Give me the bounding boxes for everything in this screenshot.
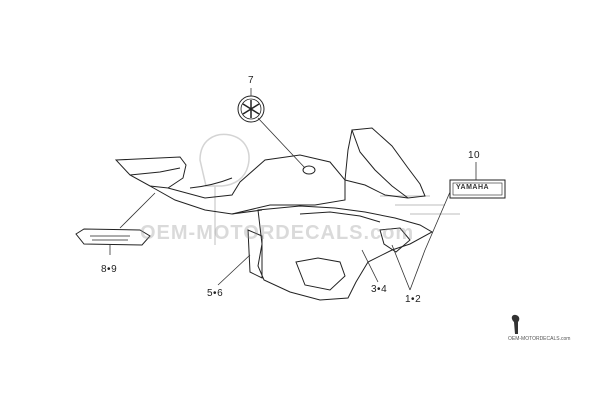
front-fairing <box>344 127 426 199</box>
watermark-helmet-silhouette <box>199 133 460 245</box>
side-panel <box>247 229 263 279</box>
tail-section <box>114 156 263 215</box>
watermark-text: OEM-MOTORDECALS.com <box>140 222 415 244</box>
footer-logo-text: OEM-MOTORDECALS.com <box>508 336 571 342</box>
round-emblem-decal <box>237 95 265 123</box>
callout-7: 7 <box>248 75 255 86</box>
callout-leaders <box>109 88 477 291</box>
footer-logo-icon <box>511 314 520 334</box>
tank-emblem <box>302 165 316 175</box>
callout-1-2: 1•2 <box>405 294 422 305</box>
callout-5-6: 5•6 <box>207 288 224 299</box>
callout-10: 10 <box>468 150 481 161</box>
tank-seat <box>167 154 346 215</box>
air-duct <box>295 257 346 291</box>
yamaha-badge-text: YAMAHA <box>456 184 490 191</box>
lower-front-panel <box>379 227 411 253</box>
callout-8-9: 8•9 <box>101 264 118 275</box>
small-side-decal <box>75 228 151 246</box>
yamaha-logo-decal <box>449 179 506 199</box>
side-fairing <box>247 205 434 301</box>
callout-3-4: 3•4 <box>371 284 388 295</box>
